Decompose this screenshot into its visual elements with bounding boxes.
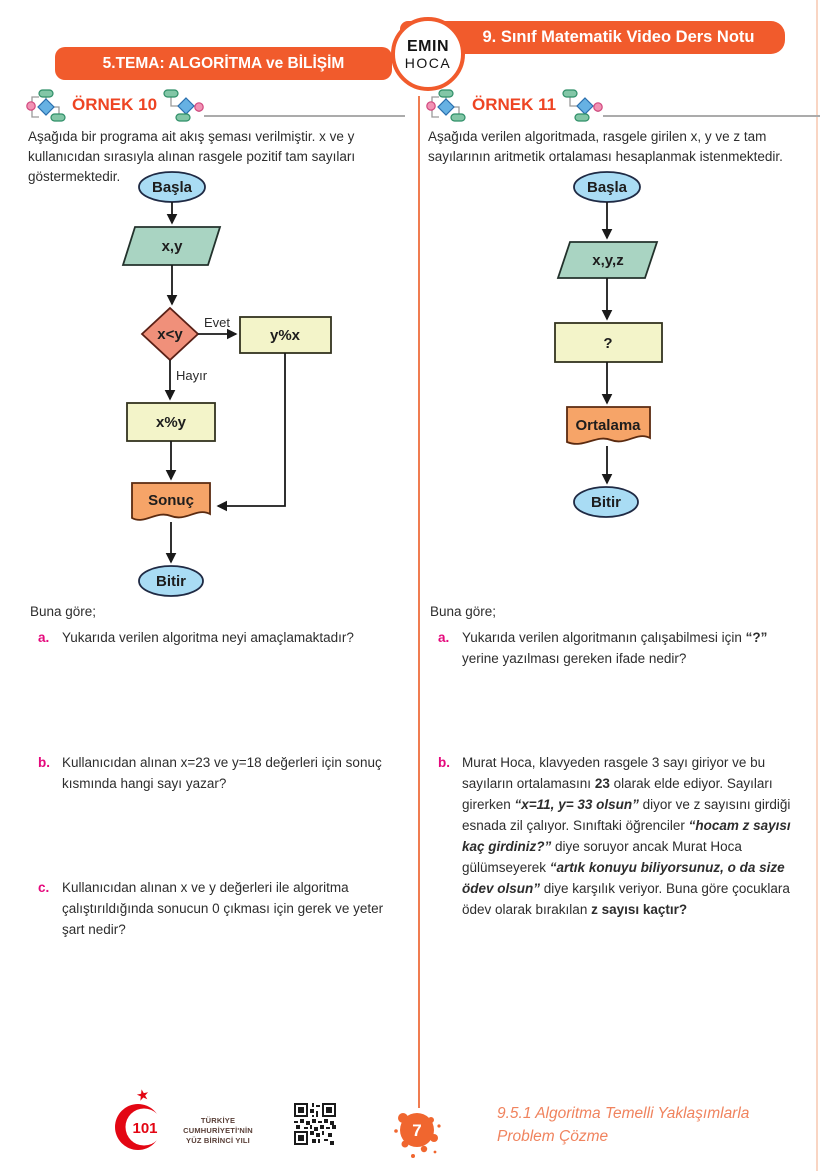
lead-in-left: Buna göre; [30,604,97,619]
example-title: ÖRNEK 11 [472,95,557,114]
input-node: x,y [121,226,222,266]
yes-return-connector [216,353,286,512]
question-11a: a. Yukarıda verilen algoritmanın çalışab… [430,627,806,669]
qr-code [294,1103,336,1145]
question-text: Kullanıcıdan alınan x ve y değerleri ile… [62,880,384,937]
centenary-line1: TÜRKİYE CUMHURİYETİ'NİN [183,1116,253,1135]
process-node: ? [554,322,663,363]
decision-node: x<y [140,306,200,362]
question-10c: c. Kullanıcıdan alınan x ve y değerleri … [30,877,406,940]
flowchart-decoration-icon [163,89,204,122]
question-label: a. [438,630,450,645]
output-node: Sonuç [131,482,211,521]
centenary-text: TÜRKİYE CUMHURİYETİ'NİN YÜZ BİRİNCİ YILI [168,1116,268,1146]
no-branch-label: Hayır [176,368,208,383]
yes-branch-label: Evet [204,315,230,330]
start-node: Başla [138,171,206,203]
example-11-intro: Aşağıda verilen algoritmada, rasgele gir… [428,129,783,164]
flowchart-decoration-icon [426,89,466,122]
end-node: Bitir [138,565,204,597]
end-node: Bitir [573,486,639,518]
column-divider [418,96,420,1108]
question-label: b. [438,755,450,770]
page-edge-line [816,0,818,1171]
theme-banner-title: 5.TEMA: ALGORİTMA ve BİLİŞİM [102,54,345,72]
header-rule [204,115,405,117]
svg-text:Başla: Başla [587,179,628,196]
svg-text:x,y,z: x,y,z [592,252,623,269]
question-10a: a. Yukarıda verilen algoritma neyi amaçl… [30,627,406,648]
svg-text:Başla: Başla [152,179,193,196]
output-node: Ortalama [566,406,651,445]
flowchart-ornek-10: Başla x,y x<y Evet y%x Hayır x%y Sonuç [121,171,332,597]
page-number-splatter: 7 [394,1113,441,1158]
question-label: a. [38,630,50,645]
example-10-header: ÖRNEK 10 [25,88,405,122]
no-process-node: x%y [126,402,216,442]
centenary-line2: YÜZ BİRİNCİ YILI [186,1136,250,1145]
question-label: c. [38,880,50,895]
section-ref-line2: Problem Çözme [497,1128,609,1145]
section-reference: 9.5.1 Algoritma Temelli Yaklaşımlarla Pr… [497,1102,749,1148]
centenary-101-logo: ★ 101 [115,1086,163,1150]
question-text: Yukarıda verilen algoritma neyi amaçlama… [62,630,354,645]
yes-process-node: y%x [239,316,332,354]
flowchart-decoration-icon [562,89,603,122]
svg-text:Sonuç: Sonuç [148,492,194,509]
header-rule [603,115,820,117]
svg-text:?: ? [603,335,612,352]
lead-in-right: Buna göre; [430,604,497,619]
svg-text:Ortalama: Ortalama [575,417,641,434]
svg-text:Bitir: Bitir [591,494,621,511]
input-node: x,y,z [556,241,659,279]
svg-text:101: 101 [132,1120,157,1137]
page-number: 7 [412,1121,421,1140]
example-11-header: ÖRNEK 11 [425,88,820,122]
question-text: Yukarıda verilen algoritmanın çalışabilm… [462,630,768,666]
svg-text:Bitir: Bitir [156,573,186,590]
course-banner-title: 9. Sınıf Matematik Video Ders Notu [482,28,755,46]
section-ref-line1: 9.5.1 Algoritma Temelli Yaklaşımlarla [497,1105,750,1122]
question-10b: b. Kullanıcıdan alınan x=23 ve y=18 değe… [30,752,406,794]
flowchart-ornek-11: Başla x,y,z ? Ortalama Bitir [554,171,663,518]
start-node: Başla [573,171,641,203]
svg-text:y%x: y%x [270,327,301,344]
example-title: ÖRNEK 10 [72,95,158,114]
eminhoca-logo: EMIN HOCA [391,17,465,91]
example-10-intro: Aşağıda bir programa ait akış şeması ver… [28,129,356,184]
question-label: b. [38,755,50,770]
svg-text:★: ★ [135,1086,152,1105]
question-11b: b. Murat Hoca, klavyeden rasgele 3 sayı … [430,752,806,920]
logo-text-top: EMIN [407,37,449,55]
svg-text:x%y: x%y [156,414,187,431]
logo-text-bottom: HOCA [404,54,452,71]
flowchart-decoration-icon [26,89,66,122]
svg-text:x<y: x<y [157,326,183,343]
question-text: Murat Hoca, klavyeden rasgele 3 sayı gir… [462,755,791,917]
svg-text:x,y: x,y [162,238,184,255]
question-text: Kullanıcıdan alınan x=23 ve y=18 değerle… [62,755,382,791]
theme-banner: 5.TEMA: ALGORİTMA ve BİLİŞİM [55,47,392,80]
